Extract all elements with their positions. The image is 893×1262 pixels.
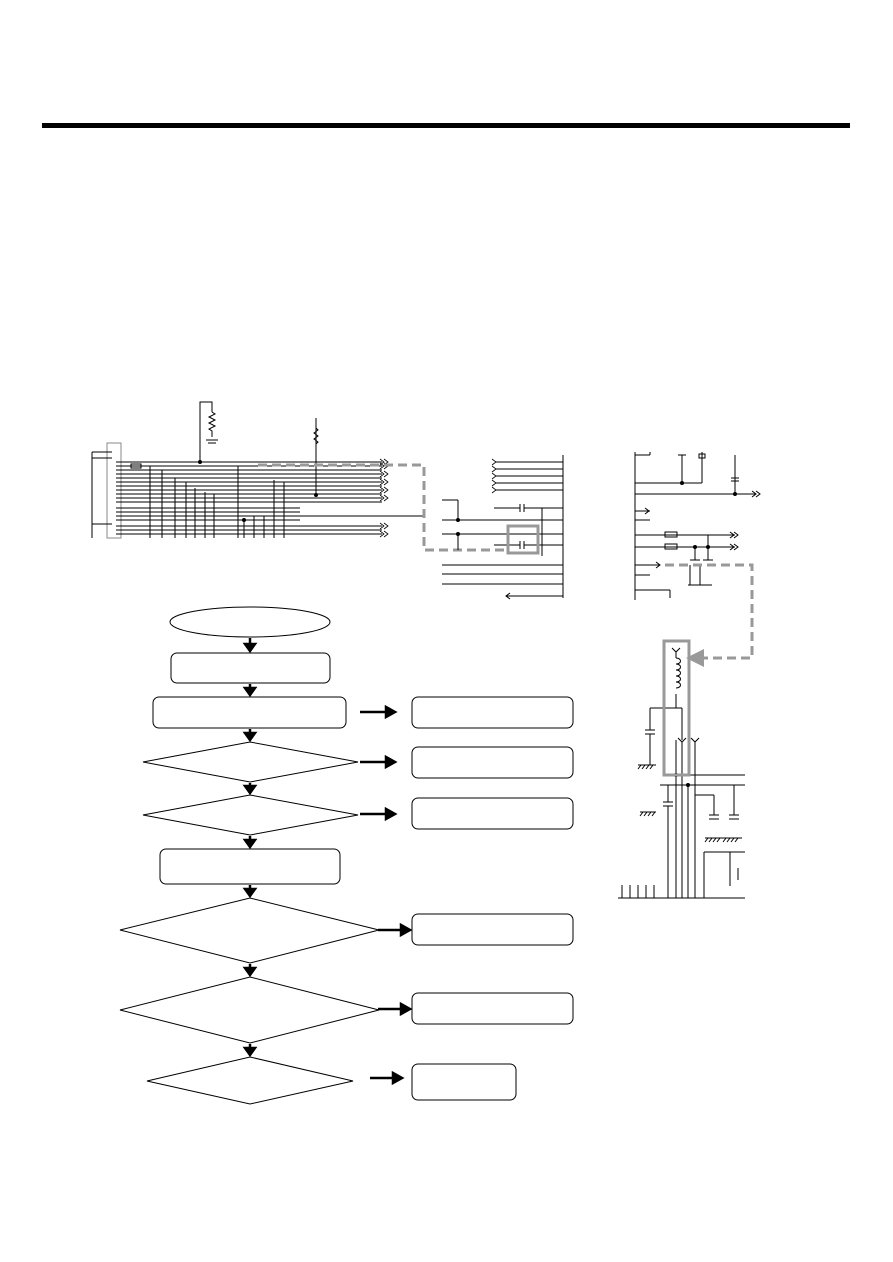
flow-decision-3 xyxy=(119,897,380,964)
flow-result-1 xyxy=(411,696,574,729)
inductor-highlight-box xyxy=(662,639,691,777)
connector-and-bus-schematic xyxy=(91,401,425,539)
inductor-detail-inset xyxy=(618,647,745,899)
flow-result-3 xyxy=(411,797,574,830)
flow-decision-2 xyxy=(142,794,359,836)
filter-network-schematic xyxy=(442,455,564,600)
flow-result-2 xyxy=(411,746,574,779)
power-supply-schematic xyxy=(634,452,761,600)
flow-arrows-down xyxy=(242,638,258,1058)
header-rule xyxy=(42,123,850,128)
flow-result-6 xyxy=(411,1063,517,1101)
flow-decision-1 xyxy=(142,741,359,783)
flow-decision-5 xyxy=(146,1056,354,1105)
flow-step-3 xyxy=(159,848,341,885)
flow-step-1 xyxy=(170,652,331,684)
capacitor-highlight-box xyxy=(506,524,540,555)
vertical-taps xyxy=(149,466,285,538)
flow-result-4 xyxy=(411,913,574,946)
flow-result-5 xyxy=(411,992,574,1025)
flow-arrows-right xyxy=(360,704,413,1086)
dashed-highlight-path-right xyxy=(665,563,754,667)
flow-step-2 xyxy=(152,696,347,729)
flow-start xyxy=(169,606,331,638)
flow-decision-4 xyxy=(119,976,380,1044)
small-resistor xyxy=(130,463,142,469)
troubleshooting-flowchart xyxy=(119,606,574,1105)
bus-lines xyxy=(116,461,425,535)
